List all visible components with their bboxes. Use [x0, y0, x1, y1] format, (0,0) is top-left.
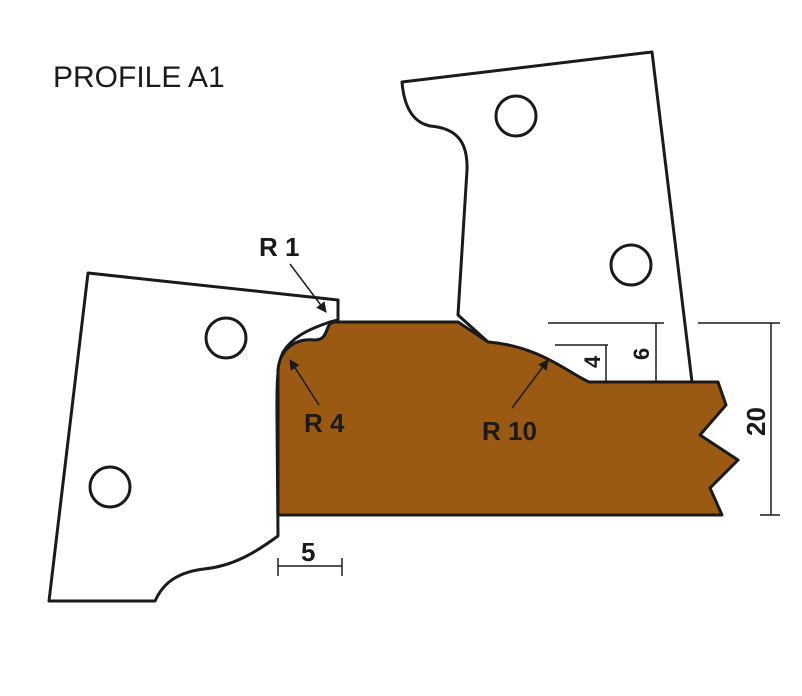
blade-hole-right [609, 243, 653, 287]
left-cutter-blade [47, 271, 340, 603]
radius-label-r1: R 1 [259, 232, 299, 262]
r10-leader-arrow [511, 359, 549, 409]
blade-hole-left-bottom [88, 465, 132, 509]
workpiece-profile [276, 320, 740, 517]
radius-label-r4: R 4 [304, 408, 345, 438]
blade-hole-top [494, 94, 538, 138]
diagram-title: PROFILE A1 [53, 61, 225, 94]
radius-label-r10: R 10 [482, 416, 537, 446]
dim-label-6: 6 [629, 348, 654, 360]
blade-hole-left-top [204, 316, 248, 360]
dim-label-20: 20 [741, 407, 771, 436]
r1-leader-arrow [289, 263, 327, 313]
r4-leader-arrow [289, 359, 320, 406]
dim-label-4: 4 [580, 355, 605, 368]
dim-label-5: 5 [301, 537, 315, 567]
